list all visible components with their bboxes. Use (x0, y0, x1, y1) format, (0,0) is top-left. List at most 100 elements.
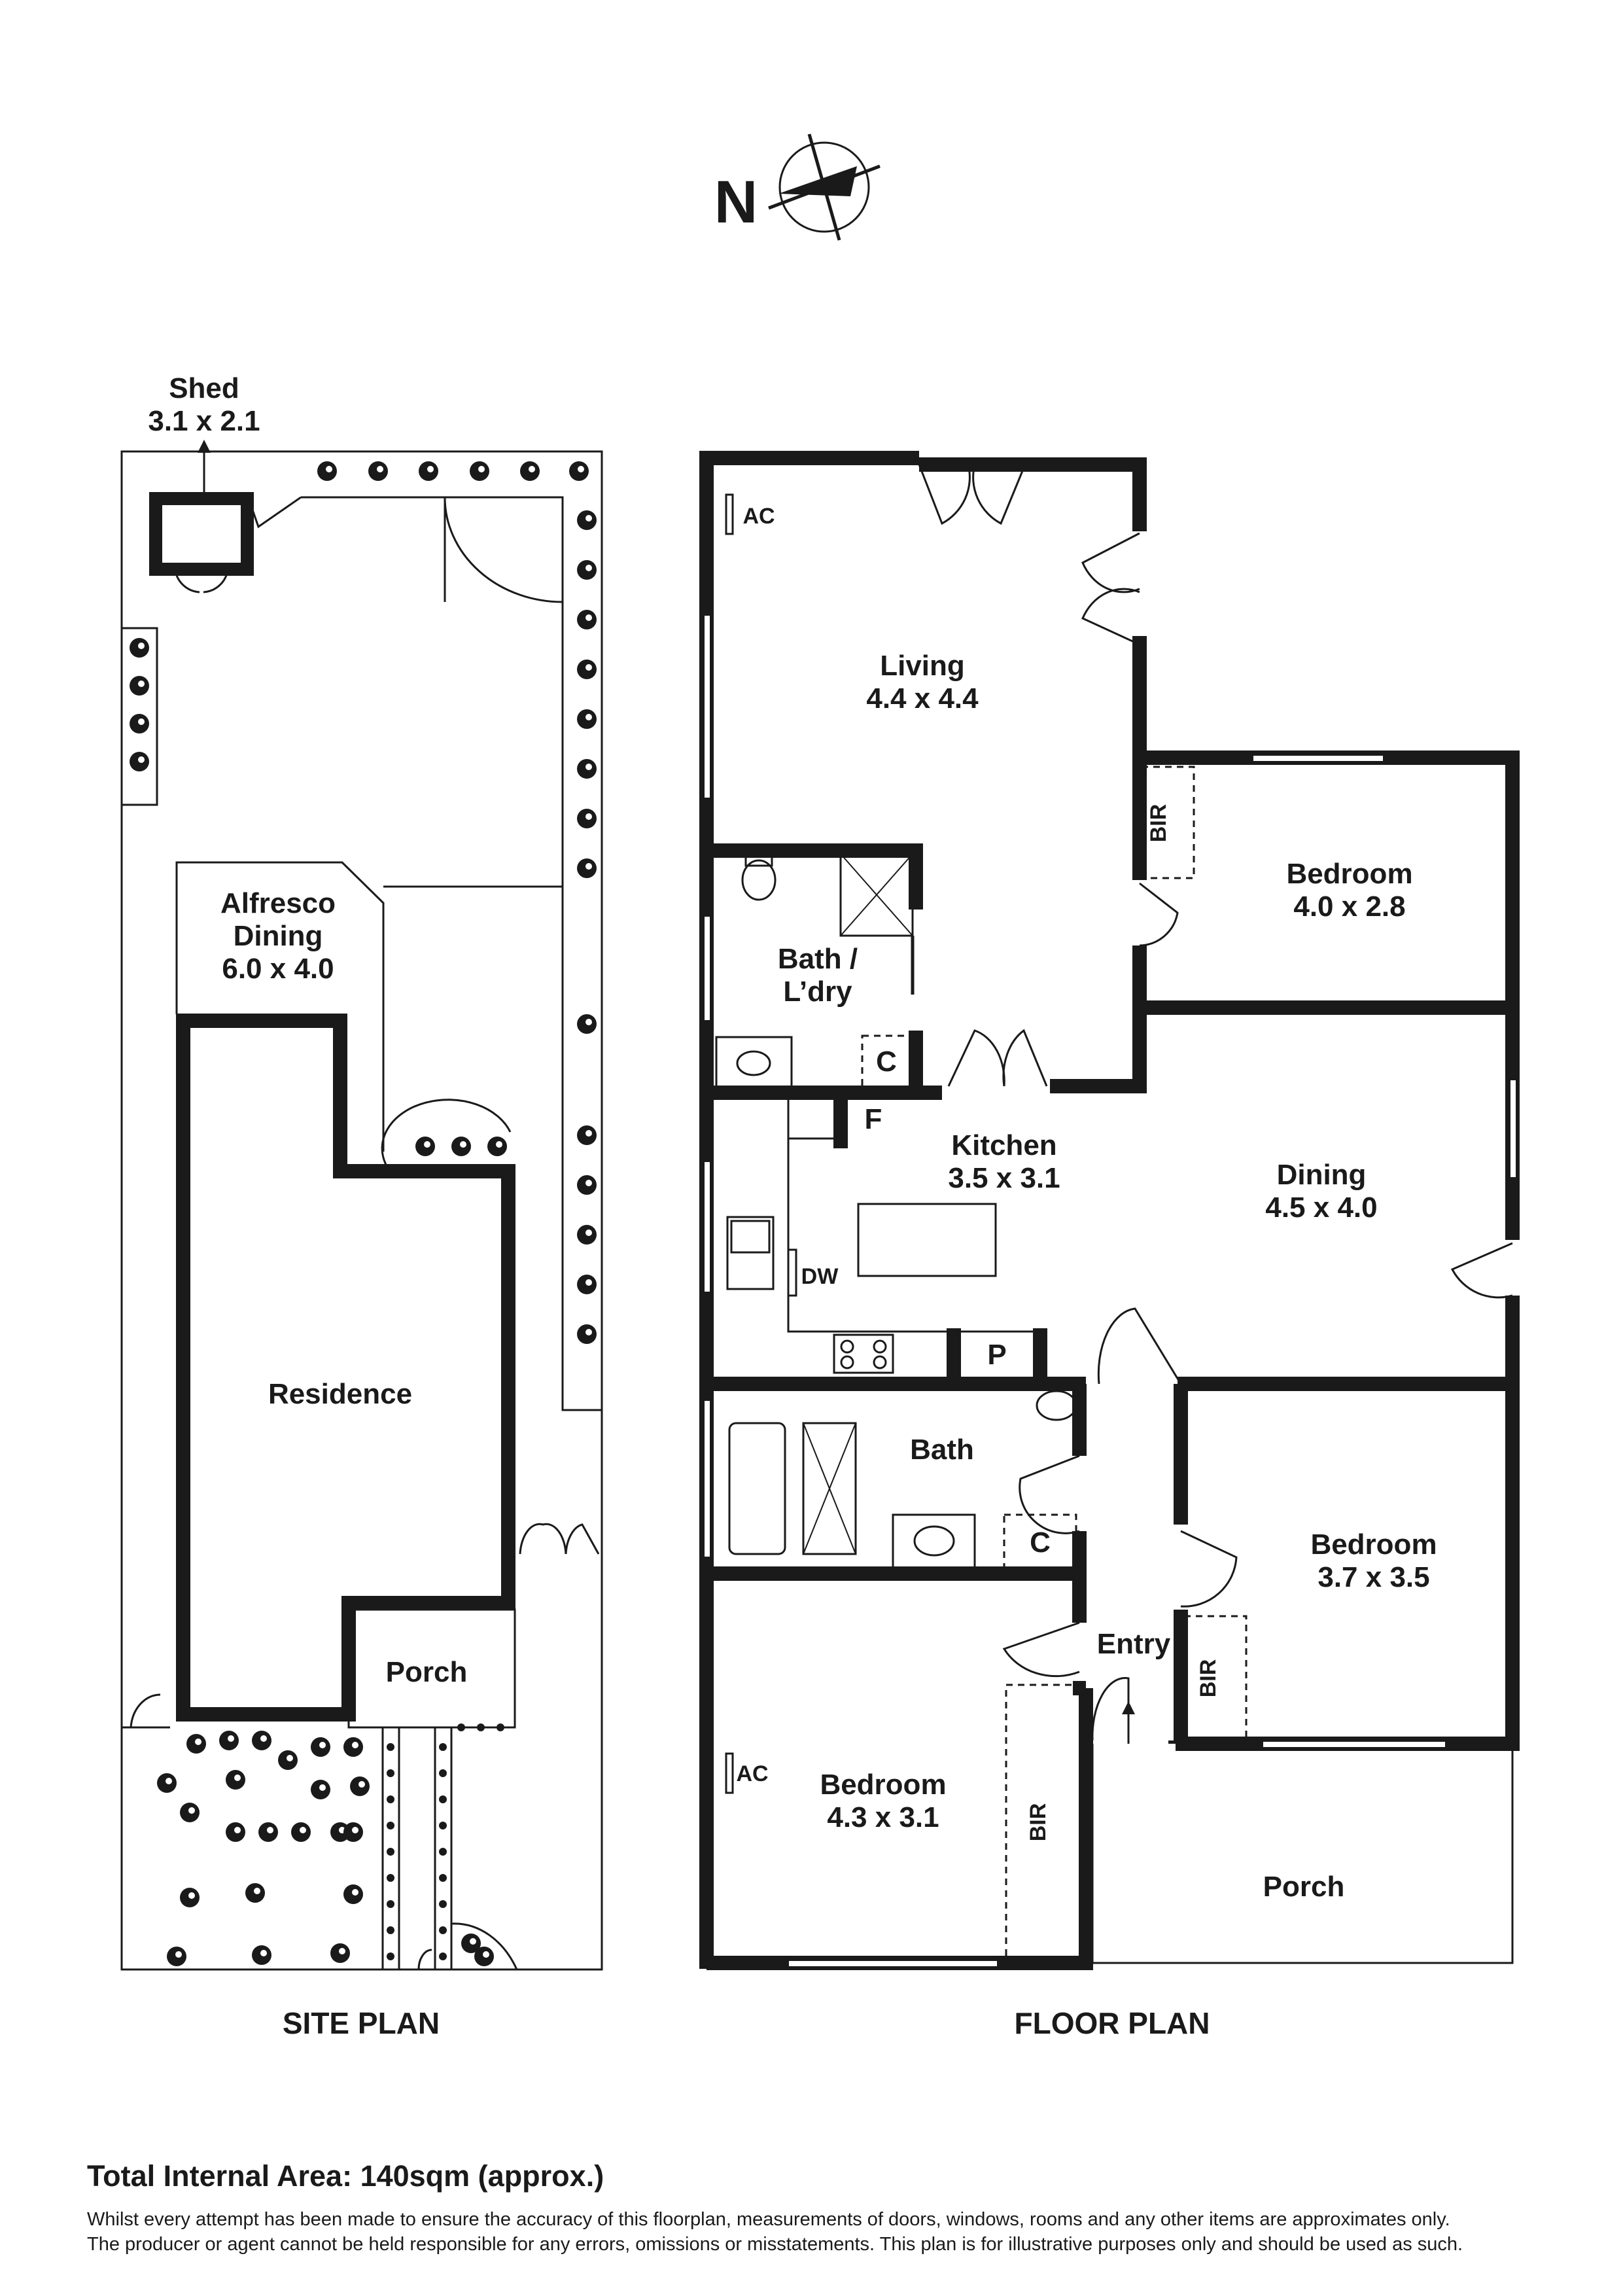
tree-icon (226, 1822, 245, 1842)
tree-icon (577, 1225, 597, 1245)
bedroom1-size: 4.0 x 2.8 (1293, 891, 1405, 923)
dishwasher-label: DW (801, 1264, 839, 1289)
bir-label-1: BIR (1146, 804, 1171, 843)
entry-label: Entry (1097, 1628, 1171, 1660)
path-edging-icon (387, 1822, 394, 1829)
tree-icon (167, 1947, 186, 1966)
tree-icon (180, 1888, 200, 1907)
tree-icon (577, 809, 597, 828)
tree-icon (291, 1822, 311, 1842)
site-plan-caption: SITE PLAN (283, 2006, 440, 2040)
ac-label-bedroom3: AC (736, 1761, 768, 1786)
tree-icon (311, 1737, 330, 1757)
tree-icon (368, 461, 388, 481)
tree-icon (577, 510, 597, 530)
path-edging-icon (387, 1874, 394, 1882)
bath-label: Bath (910, 1434, 974, 1466)
tree-icon (180, 1803, 200, 1822)
tree-icon (130, 714, 149, 733)
tree-icon (415, 1137, 435, 1156)
total-area: Total Internal Area: 140sqm (approx.) (87, 2159, 604, 2193)
bir-label-2: BIR (1196, 1659, 1221, 1698)
alfresco-label-1: Alfresco (220, 887, 336, 919)
bedroom3-label: Bedroom (820, 1769, 946, 1801)
tree-icon (577, 1275, 597, 1294)
fridge-label: F (865, 1103, 882, 1135)
toilet-bath (1036, 1390, 1077, 1421)
bath-laundry-label: Bath / (778, 943, 858, 975)
tree-icon (226, 1770, 245, 1790)
tree-icon (577, 709, 597, 729)
tree-icon (577, 759, 597, 779)
shower-laundry (839, 853, 914, 937)
tree-icon (350, 1776, 370, 1796)
tree-icon (577, 1125, 597, 1145)
tree-icon (258, 1822, 278, 1842)
bath-laundry-label-2: L’dry (783, 976, 852, 1008)
bedroom2-size: 3.7 x 3.5 (1318, 1561, 1429, 1593)
alfresco-area (175, 861, 385, 1152)
bedroom2-label: Bedroom (1310, 1528, 1437, 1561)
tree-icon (419, 461, 438, 481)
tree-icon (130, 638, 149, 658)
alfresco-label-2: Dining (234, 920, 323, 952)
dining-label: Dining (1277, 1159, 1367, 1191)
tree-icon (252, 1731, 271, 1750)
kitchen-sink (726, 1216, 775, 1290)
cupboard-label-bath: C (1030, 1527, 1051, 1559)
shed-size: 3.1 x 2.1 (148, 405, 260, 437)
compass-north-label: N (714, 169, 758, 236)
tree-icon (343, 1822, 363, 1842)
bir-bedroom3 (1005, 1684, 1086, 1961)
tree-icon (311, 1780, 330, 1799)
path-edging-icon (387, 1743, 394, 1751)
fence-post-icon (497, 1723, 504, 1731)
tree-icon (343, 1737, 363, 1757)
kitchen-label: Kitchen (951, 1129, 1056, 1161)
tree-icon (130, 752, 149, 771)
bir-bedroom2 (1183, 1615, 1248, 1742)
path-edging-icon (439, 1874, 447, 1882)
tree-icon (487, 1137, 507, 1156)
bir-label-3: BIR (1026, 1803, 1051, 1842)
path-edging-icon (439, 1952, 447, 1960)
site-boundary (120, 450, 603, 1971)
shower-bath (802, 1422, 857, 1555)
bathtub (728, 1422, 786, 1555)
tree-icon (577, 610, 597, 629)
path-edging-icon (387, 1795, 394, 1803)
site-porch (347, 1608, 516, 1729)
tree-icon (252, 1945, 271, 1965)
shed (149, 492, 254, 576)
tree-icon (520, 461, 540, 481)
cupboard-laundry (861, 1034, 913, 1089)
kitchen-island (857, 1203, 997, 1277)
path-edging-icon (387, 1769, 394, 1777)
toilet-laundry (741, 859, 777, 901)
fence-post-icon (477, 1723, 485, 1731)
site-porch-label: Porch (386, 1656, 468, 1688)
tree-icon (474, 1947, 494, 1966)
path-edging-icon (439, 1822, 447, 1829)
path-edging-icon (439, 1900, 447, 1908)
path-edging-icon (439, 1769, 447, 1777)
alfresco-size: 6.0 x 4.0 (222, 953, 334, 985)
tree-icon (470, 461, 489, 481)
tree-icon (186, 1734, 206, 1754)
path-edging-icon (387, 1926, 394, 1934)
path-edging-icon (439, 1743, 447, 1751)
path-edging-icon (439, 1926, 447, 1934)
tree-icon (330, 1943, 350, 1963)
residence-label: Residence (268, 1378, 412, 1410)
tree-icon (451, 1137, 471, 1156)
floor-plan-caption: FLOOR PLAN (1015, 2006, 1210, 2040)
kitchen-size: 3.5 x 3.1 (948, 1162, 1060, 1194)
fence-post-icon (457, 1723, 465, 1731)
front-porch-label: Porch (1263, 1871, 1345, 1903)
cupboard-label-laundry: C (876, 1046, 897, 1078)
residence-outline (176, 1014, 515, 1722)
tree-icon (278, 1750, 298, 1770)
tree-icon (219, 1731, 239, 1750)
vanity (892, 1513, 976, 1570)
